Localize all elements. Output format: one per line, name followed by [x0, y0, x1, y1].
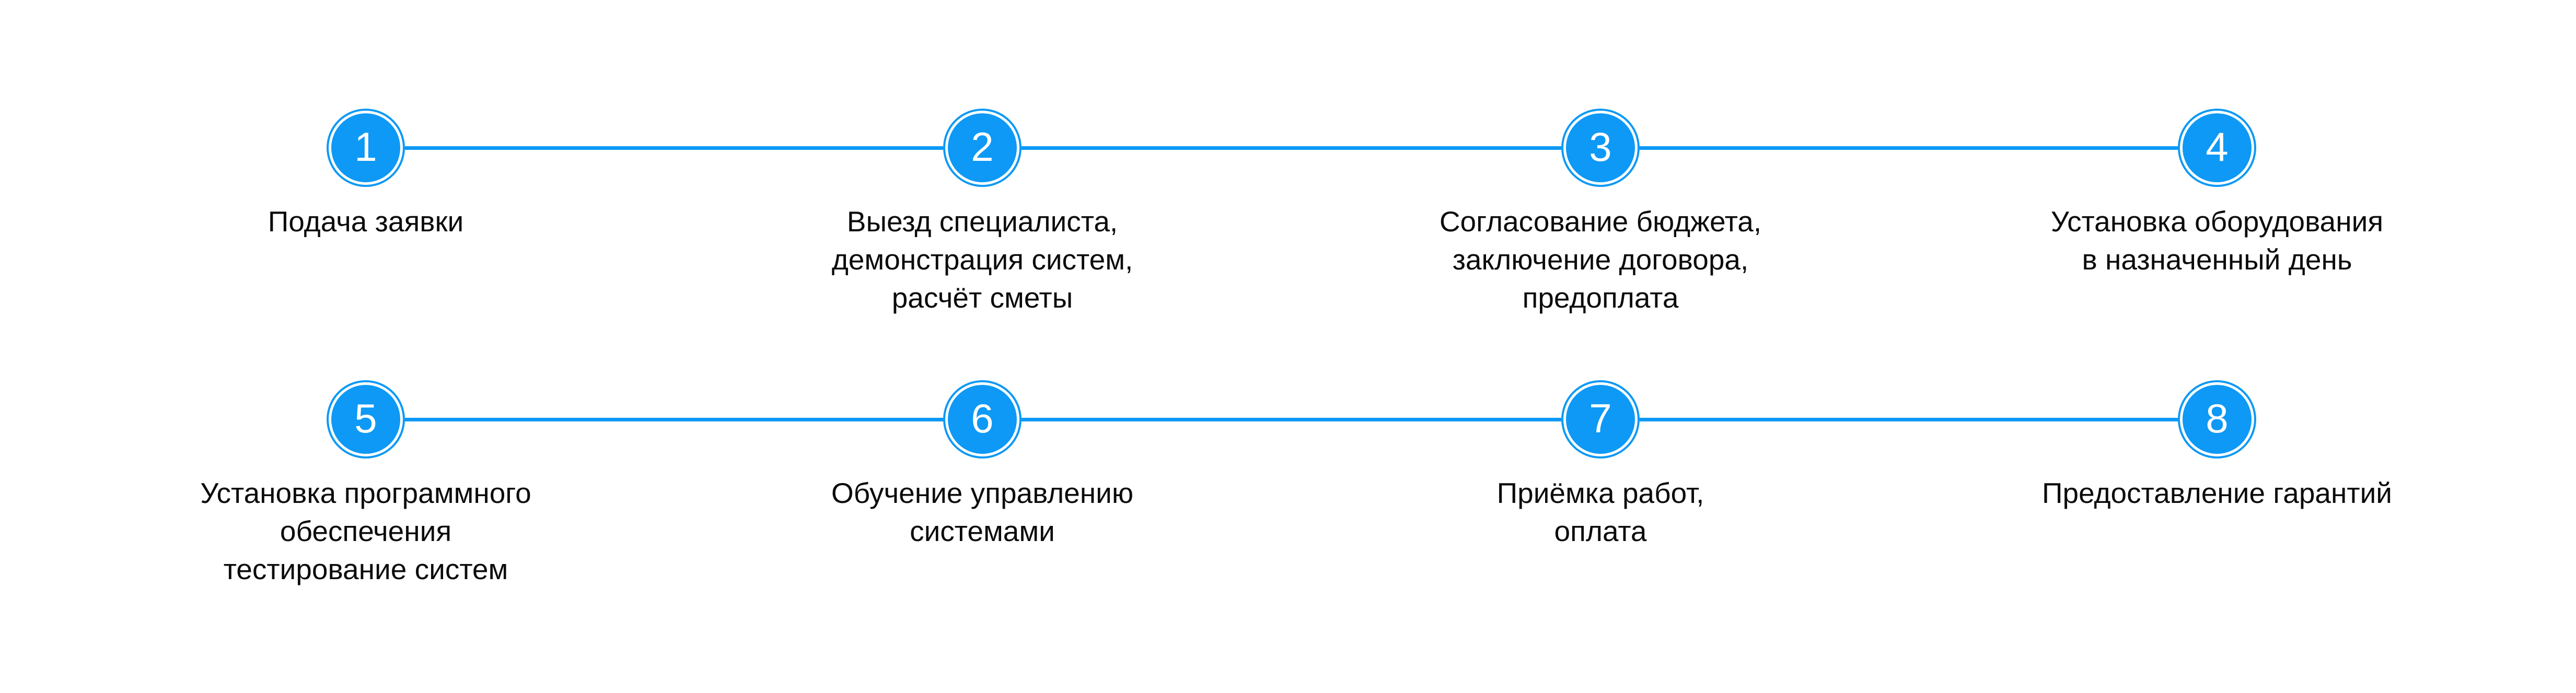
step-label-6: Обучение управлению системами	[831, 477, 1134, 547]
step-number-badge-3[interactable]: 3	[1561, 109, 1640, 187]
step-number-badge-1[interactable]: 1	[327, 109, 405, 187]
step-badge-disc: 8	[2183, 385, 2252, 454]
connector-1-2	[405, 146, 943, 150]
step-badge-disc: 1	[331, 113, 400, 182]
step-number-4: 4	[2206, 124, 2229, 170]
connector-7-8	[1640, 418, 2178, 421]
step-badge-disc: 2	[948, 113, 1017, 182]
connector-6-7	[1022, 418, 1561, 421]
step-number-badge-7[interactable]: 7	[1561, 380, 1640, 459]
step-number-1: 1	[354, 124, 377, 170]
step-label-2: Выезд специалиста, демонстрация систем, …	[831, 205, 1133, 314]
step-badge-disc: 6	[948, 385, 1017, 454]
step-number-3: 3	[1589, 124, 1612, 170]
step-label-5: Установка программного обеспечения тести…	[200, 477, 531, 585]
step-label-4: Установка оборудования в назначенный ден…	[2050, 205, 2384, 276]
step-number-badge-5[interactable]: 5	[327, 380, 405, 459]
step-number-badge-4[interactable]: 4	[2178, 109, 2256, 187]
step-label-7: Приёмка работ, оплата	[1496, 477, 1704, 547]
timeline-row-2: 5 Установка программного обеспечения тес…	[0, 272, 2576, 585]
step-number-7: 7	[1589, 395, 1612, 441]
step-badge-disc: 4	[2183, 113, 2252, 182]
connector-3-4	[1640, 146, 2178, 150]
timeline-row-1: 1 Подача заявки 2 Выезд специалиста, дем…	[0, 0, 2576, 314]
step-number-badge-8[interactable]: 8	[2178, 380, 2256, 459]
connector-5-6	[405, 418, 943, 421]
step-number-5: 5	[354, 395, 377, 441]
connector-2-3	[1022, 146, 1561, 150]
step-number-6: 6	[971, 395, 994, 441]
step-number-8: 8	[2206, 395, 2229, 441]
step-number-2: 2	[971, 124, 994, 170]
step-number-badge-6[interactable]: 6	[943, 380, 1022, 459]
step-number-badge-2[interactable]: 2	[943, 109, 1022, 187]
step-badge-disc: 7	[1566, 385, 1635, 454]
step-label-8: Предоставление гарантий	[2041, 477, 2393, 509]
step-label-3: Согласование бюджета, заключение договор…	[1439, 205, 1762, 314]
step-badge-disc: 5	[331, 385, 400, 454]
step-badge-disc: 3	[1566, 113, 1635, 182]
step-label-1: Подача заявки	[268, 205, 464, 238]
